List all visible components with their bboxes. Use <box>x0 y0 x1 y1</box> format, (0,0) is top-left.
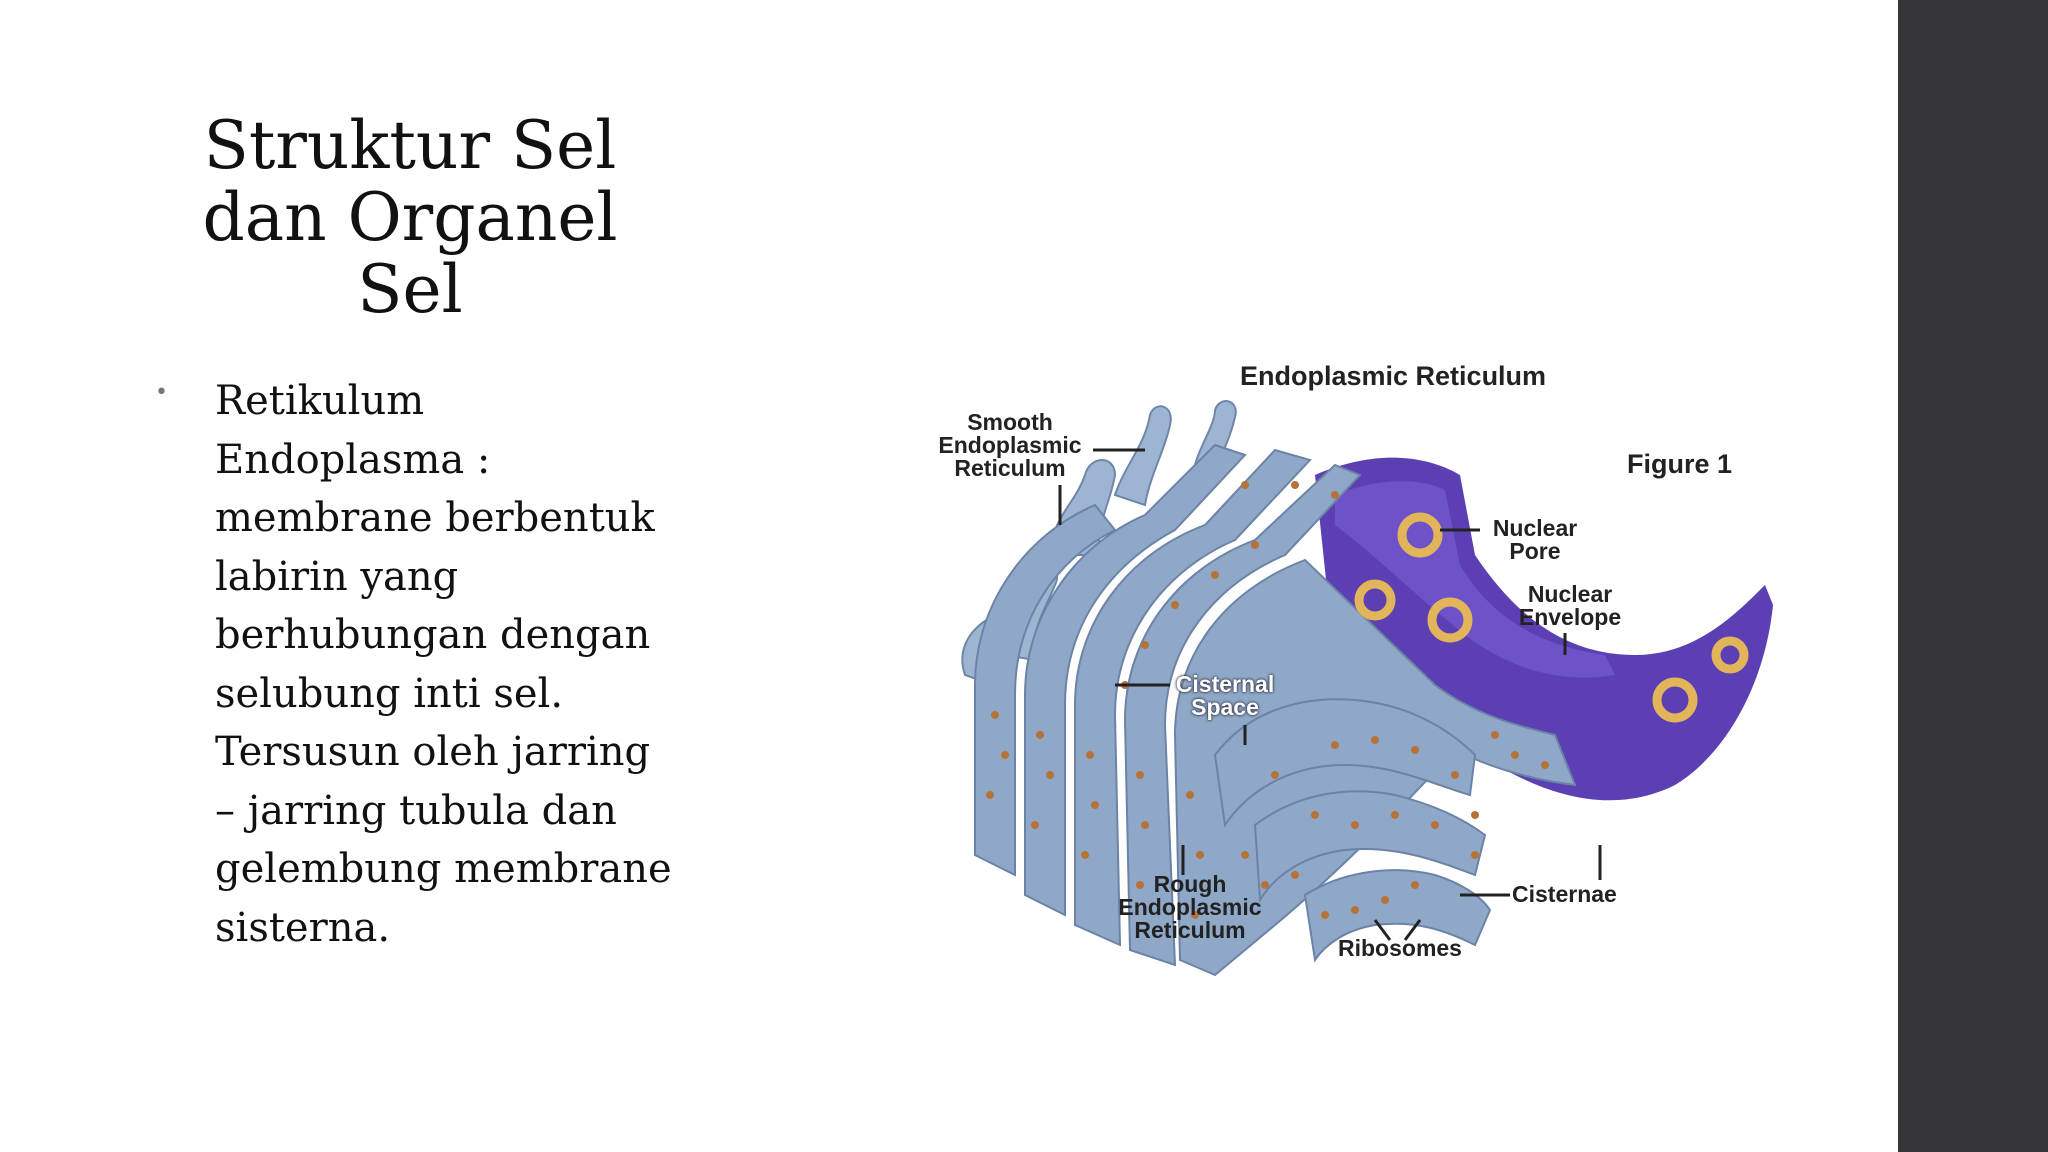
er-illustration <box>961 400 1773 977</box>
bullet-line: – jarring tubula dan <box>215 787 617 834</box>
label-cisternae: Cisternae <box>1512 881 1617 907</box>
figure-label: Figure 1 <box>1627 449 1733 479</box>
nuclear-pores <box>1354 512 1749 723</box>
label-rough-er: Rough Endoplasmic Reticulum <box>1118 871 1262 943</box>
bullet-icon: • <box>155 380 168 405</box>
bullet-line: selubung inti sel. <box>215 670 564 717</box>
label-leader-lines <box>1058 448 1602 941</box>
er-figure: Endoplasmic Reticulum Figure 1 Smooth En… <box>915 355 1795 995</box>
bullet-line: berhubungan dengan <box>215 612 651 658</box>
label-cisternal-space: Cisternal Space <box>1175 671 1275 720</box>
bullet-line: Tersusun oleh jarring <box>215 729 651 775</box>
bullet-line: membrane berbentuk <box>215 495 655 541</box>
label-nuclear-envelope: Nuclear Envelope <box>1518 581 1622 630</box>
bullet-line: Endoplasma : <box>215 436 491 483</box>
bullet-text: Retikulum Endoplasma : membrane berbentu… <box>215 372 695 957</box>
label-nuclear-pore: Nuclear Pore <box>1492 515 1578 564</box>
label-ribosomes: Ribosomes <box>1338 935 1462 961</box>
label-smooth-er: Smooth Endoplasmic Reticulum <box>938 409 1082 481</box>
slide-title: Struktur Sel dan Organel Sel <box>150 110 670 326</box>
bullet-line: sisterna. <box>215 904 391 951</box>
side-bar <box>1898 0 2048 1152</box>
rough-er-sheets <box>974 443 1577 977</box>
bullet-line: labirin yang <box>215 553 459 600</box>
figure-title: Endoplasmic Reticulum <box>1240 361 1547 391</box>
title-line: Sel <box>357 251 463 328</box>
bullet-line: Retikulum <box>215 378 425 424</box>
title-line: dan Organel <box>202 179 618 256</box>
title-line: Struktur Sel <box>203 107 617 184</box>
bullet-line: gelembung membrane <box>215 846 672 892</box>
